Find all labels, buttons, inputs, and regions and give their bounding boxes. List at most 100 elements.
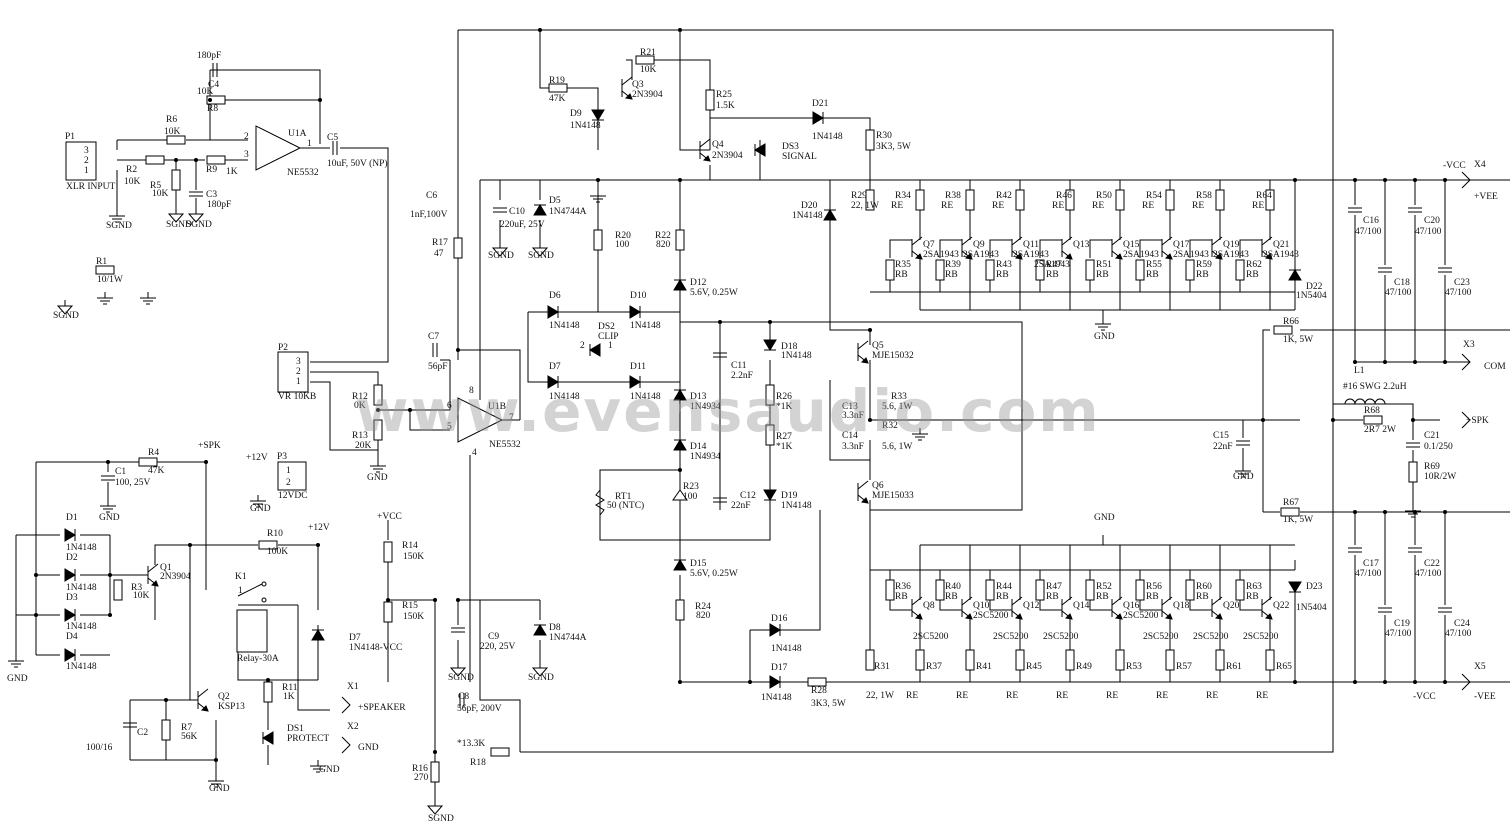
component-label: 47/100: [1385, 288, 1412, 298]
component-label: 100/16: [86, 743, 113, 753]
component-label: C16: [1363, 216, 1379, 226]
resistor-symbol: [373, 419, 383, 441]
junction-dot: [1413, 360, 1417, 364]
diode-symbol: [1288, 269, 1302, 281]
relay-contact-terminal: [261, 597, 267, 603]
capacitor-symbol: [1378, 267, 1392, 273]
component-label: NE5532: [489, 440, 521, 450]
component-label: R56: [1146, 582, 1162, 592]
capacitor-symbol: [1406, 442, 1420, 448]
junction-dot: [1293, 178, 1297, 182]
component-label: 10K: [124, 177, 141, 187]
component-label: R27: [776, 432, 792, 442]
junction-dot: [678, 28, 682, 32]
component-label: 1N5404: [1296, 291, 1327, 301]
wire: [1039, 598, 1062, 611]
component-label: D9: [570, 109, 582, 119]
component-label: C22: [1424, 559, 1440, 569]
resistor-symbol: [765, 424, 775, 446]
terminal-symbol: [1461, 353, 1471, 371]
capacitor-symbol: [432, 343, 438, 357]
wire: [1239, 598, 1262, 611]
diode-symbol: [311, 629, 325, 641]
component-label: 1N4148: [66, 583, 97, 593]
component-label: C23: [1454, 278, 1470, 288]
component-label: Q13: [1073, 240, 1090, 250]
diode-symbol: [673, 559, 687, 571]
component-label: SGND: [448, 673, 474, 683]
resistor-symbol: [935, 579, 945, 601]
transistor-symbol: [911, 596, 923, 620]
capacitor-symbol: [332, 141, 338, 155]
junction-dot: [1261, 418, 1265, 422]
transistor-symbol: [1261, 596, 1273, 620]
resistor-symbol: [705, 89, 715, 111]
component-label: R14: [402, 541, 418, 551]
ground-symbol: [109, 210, 125, 223]
component-label: R65: [1276, 662, 1292, 672]
wire: [409, 410, 450, 431]
wire: [527, 312, 680, 383]
component-label: R64: [1256, 191, 1272, 201]
signal-ground-symbol: [56, 300, 74, 315]
component-label: R41: [976, 662, 992, 672]
capacitor-symbol: [713, 497, 727, 503]
component-label: *1K: [776, 442, 793, 452]
component-label: 1N4148-VCC: [349, 643, 402, 653]
component-label: 12VDC: [278, 491, 308, 501]
component-label: 1: [608, 341, 613, 351]
component-label: Q6: [872, 481, 884, 491]
component-label: 10K: [152, 189, 169, 199]
component-label: 1: [296, 377, 301, 387]
component-label: 2SC5200: [1143, 632, 1179, 642]
diode-symbol: [769, 675, 781, 689]
component-label: 2SA1943: [1123, 250, 1159, 260]
capacitor-symbol: [189, 191, 203, 197]
component-label: C20: [1424, 216, 1440, 226]
ground-symbol: [140, 292, 156, 305]
wire: [939, 239, 962, 258]
component-label: 820: [656, 240, 671, 250]
component-label: SGND: [106, 221, 132, 231]
ground-symbol: [8, 655, 24, 668]
component-label: 4: [472, 448, 477, 458]
component-label: R50: [1096, 191, 1112, 201]
component-label: 0.1/250: [1424, 442, 1453, 452]
resistor-symbol: [1065, 649, 1075, 671]
component-label: RE: [1256, 691, 1268, 701]
component-label: D13: [690, 392, 707, 402]
wire: [869, 400, 1300, 421]
component-label: COM: [1484, 362, 1506, 372]
terminal-symbol: [1461, 411, 1471, 429]
junction-dot: [1353, 178, 1357, 182]
component-label: 180pF: [207, 200, 231, 210]
component-label: R58: [1196, 191, 1212, 201]
transistor-symbol: [1161, 596, 1173, 620]
component-label: R32: [882, 421, 898, 431]
component-label: 2SA1943: [963, 250, 999, 260]
component-label: C6: [426, 191, 437, 201]
component-label: RB: [945, 592, 958, 602]
wire: [989, 598, 1012, 611]
component-label: 47K: [148, 466, 165, 476]
power-connector: [277, 461, 307, 491]
ground-symbol: [208, 775, 224, 788]
ground-symbol: [370, 460, 386, 473]
component-label: 10K: [197, 87, 214, 97]
component-label: Q7: [923, 240, 935, 250]
component-label: R12: [352, 392, 368, 402]
component-label: 22nF: [731, 501, 751, 511]
component-label: 820: [696, 611, 711, 621]
diode-symbol: [763, 339, 777, 351]
component-label: RE: [1006, 691, 1018, 701]
junction-dot: [1383, 680, 1387, 684]
component-label: Q3: [632, 80, 644, 90]
resistor-symbol: [1135, 259, 1145, 281]
component-label: +VEE: [1474, 192, 1498, 202]
component-label: R63: [1246, 582, 1262, 592]
component-label: 47/100: [1445, 629, 1472, 639]
component-label: 270: [414, 773, 429, 783]
component-label: C7: [428, 332, 439, 342]
component-label: +SPK: [198, 441, 221, 451]
component-label: R19: [549, 76, 565, 86]
